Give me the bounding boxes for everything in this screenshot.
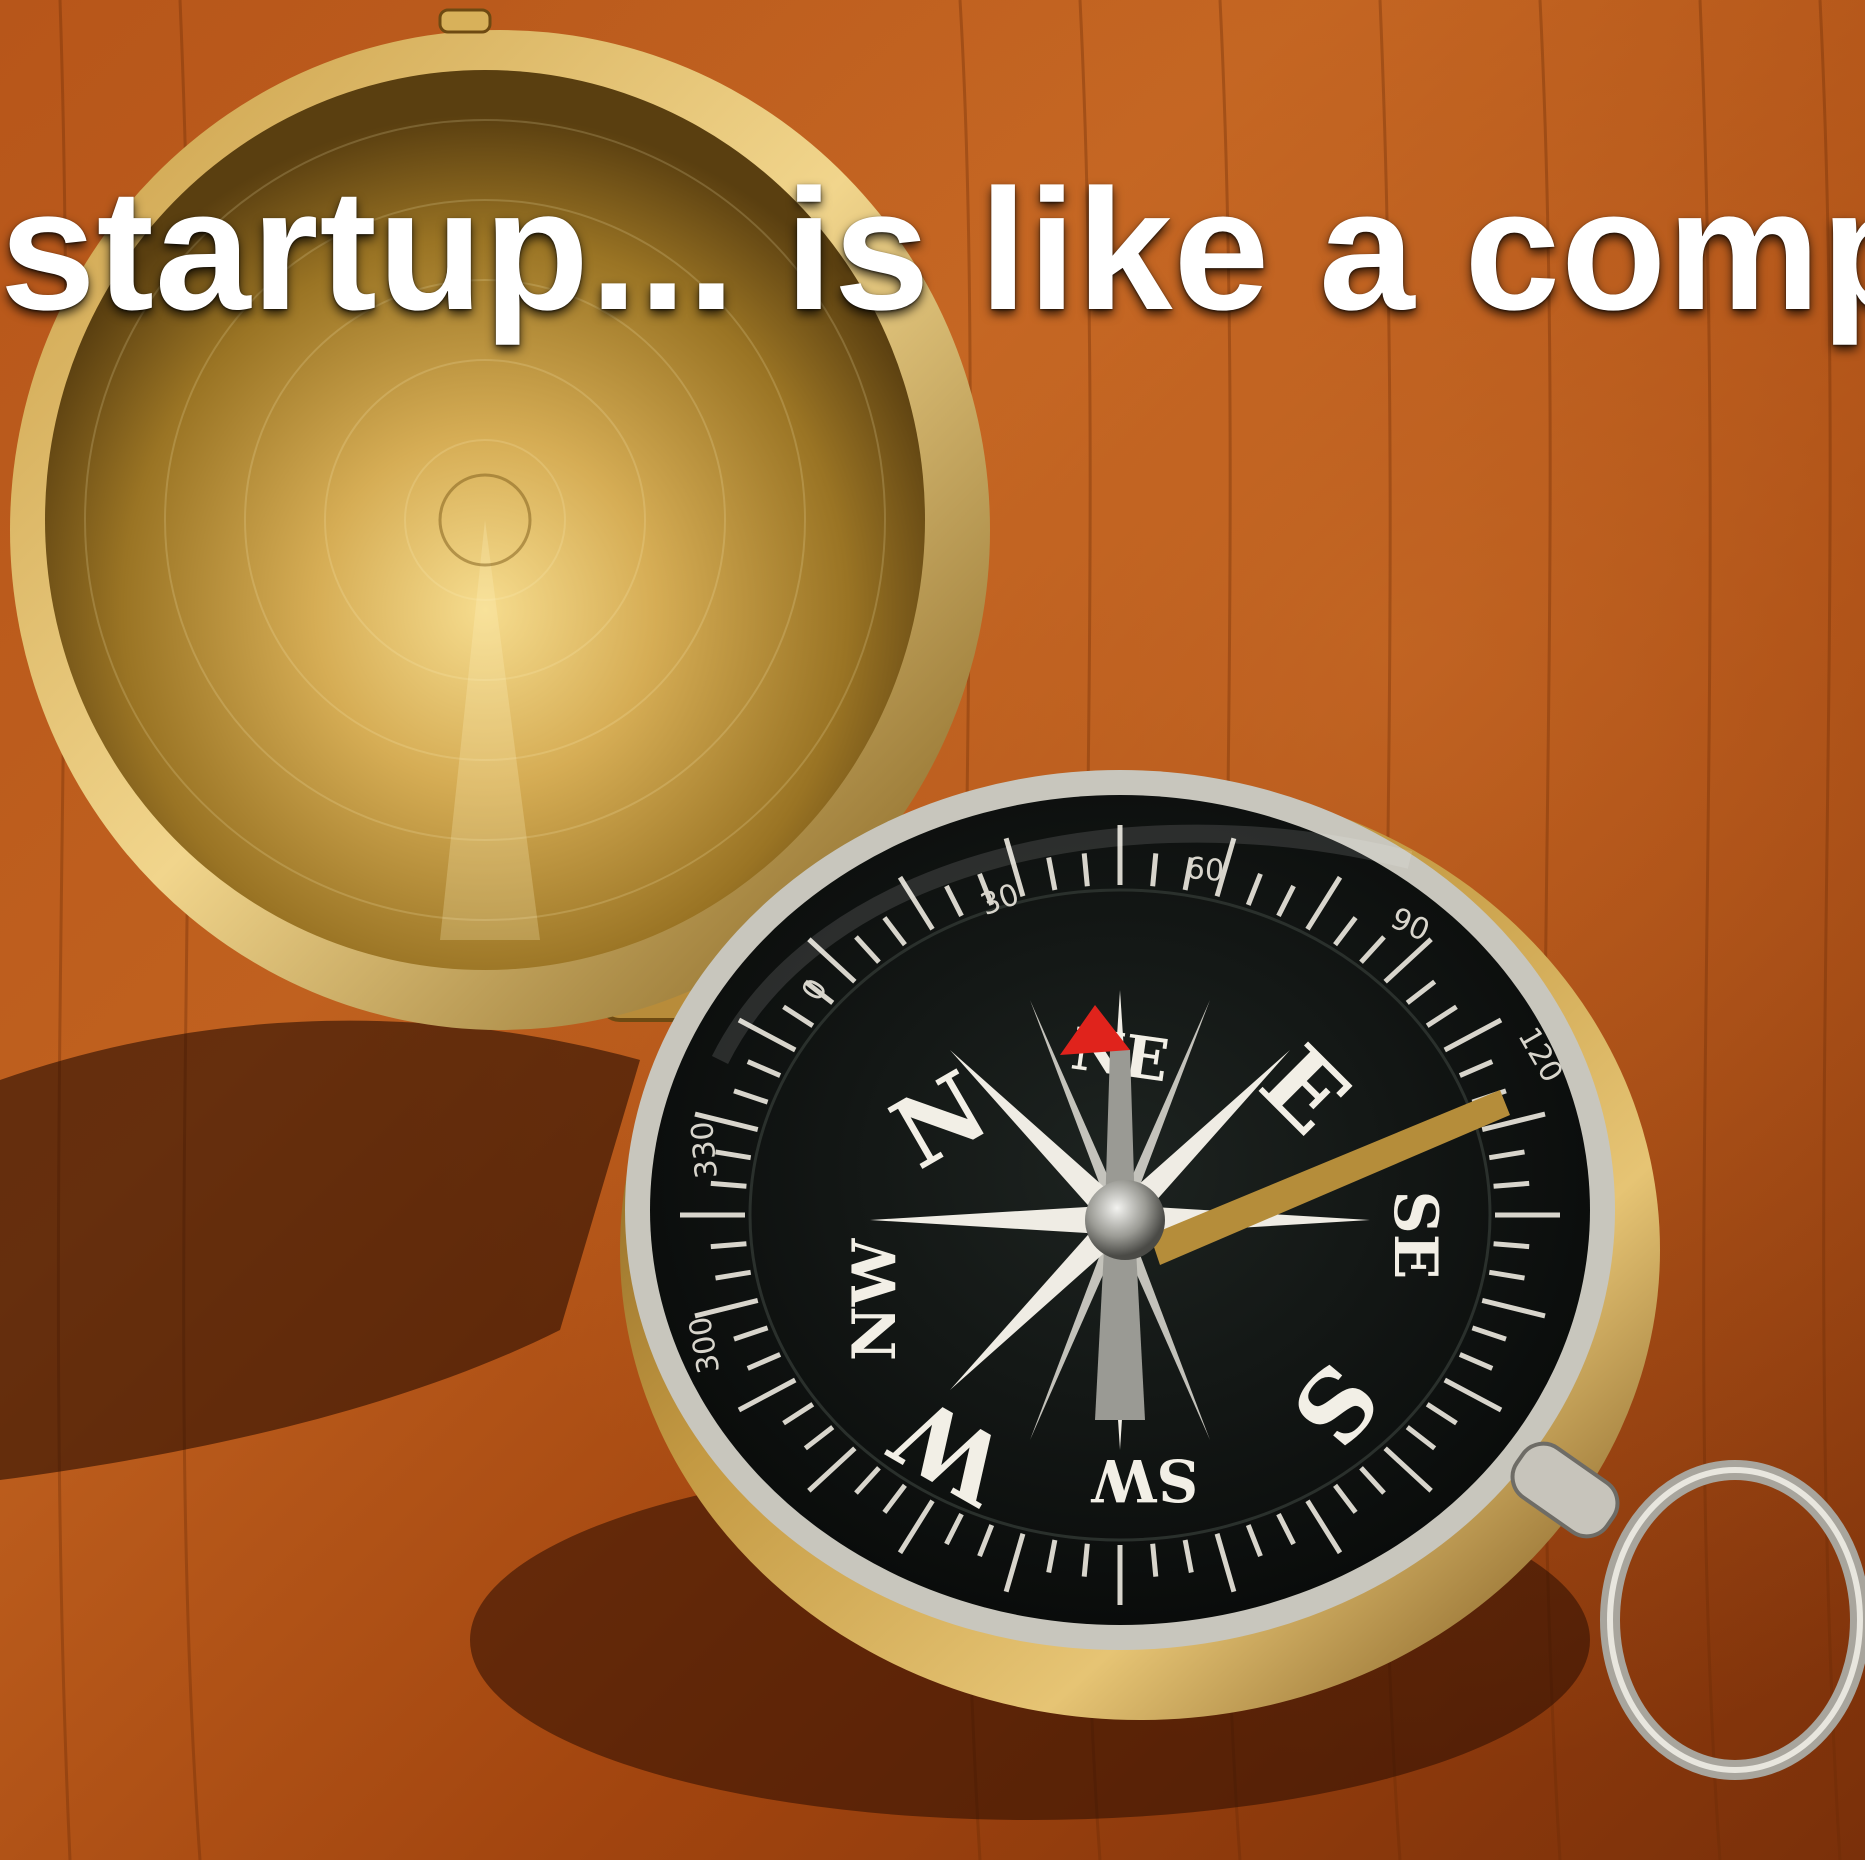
dial-tick [782,1402,815,1426]
degree-label-330: 330 [685,1120,725,1180]
dial-tick [1458,1059,1494,1078]
dial-tick [1488,1149,1525,1161]
dial-tick [1333,916,1358,947]
dial-tick [882,916,907,947]
dial-tick [733,1088,769,1105]
needle-pivot [1085,1180,1165,1260]
dial-tick [733,1325,769,1342]
dial-tick [1214,837,1237,897]
label-southeast: SE [1380,1190,1450,1279]
dial-tick [854,935,881,964]
compass-needle [1060,1005,1165,1420]
dial-tick [694,1111,759,1133]
degree-label-60: 60 [1184,851,1225,889]
dial-tick [746,1059,782,1078]
dial-tick [1081,1543,1090,1577]
dial-tick [737,1017,797,1053]
dial-tick [944,884,964,918]
dial-tick [1245,1524,1263,1558]
dial-tick [803,1425,835,1451]
dial-tick [1383,1446,1433,1493]
dial-tick [1276,884,1296,918]
dial-tick [1443,1017,1503,1053]
dial-tick [1245,872,1263,906]
compass-crown-and-ring [1510,1441,1865,1780]
dial-tick [694,1297,759,1319]
dial-tick [1481,1297,1546,1319]
dial-tick [1493,1241,1530,1250]
dial-tick [1481,1111,1546,1133]
dial-tick [1458,1352,1494,1371]
dial-tick [746,1352,782,1371]
dial-tick [1081,853,1090,887]
label-northwest: NW [840,1237,910,1361]
dial-tick [1150,1543,1159,1577]
dial-tick [1046,1539,1058,1573]
dial-tick [854,1466,881,1495]
dial-tick [710,1241,747,1250]
dial-tick [882,1483,907,1514]
label-southwest: SW [1091,1446,1199,1514]
dial-tick [1305,875,1343,931]
dial-tick [1182,857,1194,891]
dial-tick [715,1269,752,1281]
dial-tick [1003,837,1026,897]
dial-tick [1359,935,1386,964]
dial-tick [1488,1269,1525,1281]
dial-tick [1359,1466,1386,1495]
dial-tick [807,937,857,984]
dial-tick [715,1149,752,1161]
dial-tick [1182,1539,1194,1573]
dial-tick [1405,979,1437,1005]
dial-tick [1003,1533,1026,1593]
dial-tick [803,979,835,1005]
dial-tick [897,875,935,931]
dial-tick [977,1524,995,1558]
brass-indicator [1150,1090,1510,1265]
dial-tick [1046,857,1058,891]
dial-tick [1443,1377,1503,1413]
dial-tick [1276,1512,1296,1546]
lid-shadow [0,1020,640,1480]
dial-tick [1333,1483,1358,1514]
dial-tick [782,1004,815,1028]
dial-tick [710,1180,747,1189]
dial-tick [1493,1180,1530,1189]
dial-tick [1425,1004,1458,1028]
dial-tick [1405,1425,1437,1451]
dial-tick [1425,1402,1458,1426]
dial-tick [1471,1325,1507,1342]
compass-body: 0 30 60 90 120 330 300 N E S [620,770,1660,1720]
needle-tip [1060,1005,1130,1055]
degree-ticks [680,825,1560,1605]
dial-tick [1150,853,1159,887]
dial-tick [1214,1533,1237,1593]
headline: startup... is like a comp [0,154,1865,346]
dial-tick [737,1377,797,1413]
dial-tick [1383,937,1433,984]
dial-tick [897,1499,935,1555]
dial-tick [977,872,995,906]
compass-lid [10,8,990,1030]
dial-tick [944,1512,964,1546]
dial-tick [807,1446,857,1493]
dial-tick [1305,1499,1343,1555]
